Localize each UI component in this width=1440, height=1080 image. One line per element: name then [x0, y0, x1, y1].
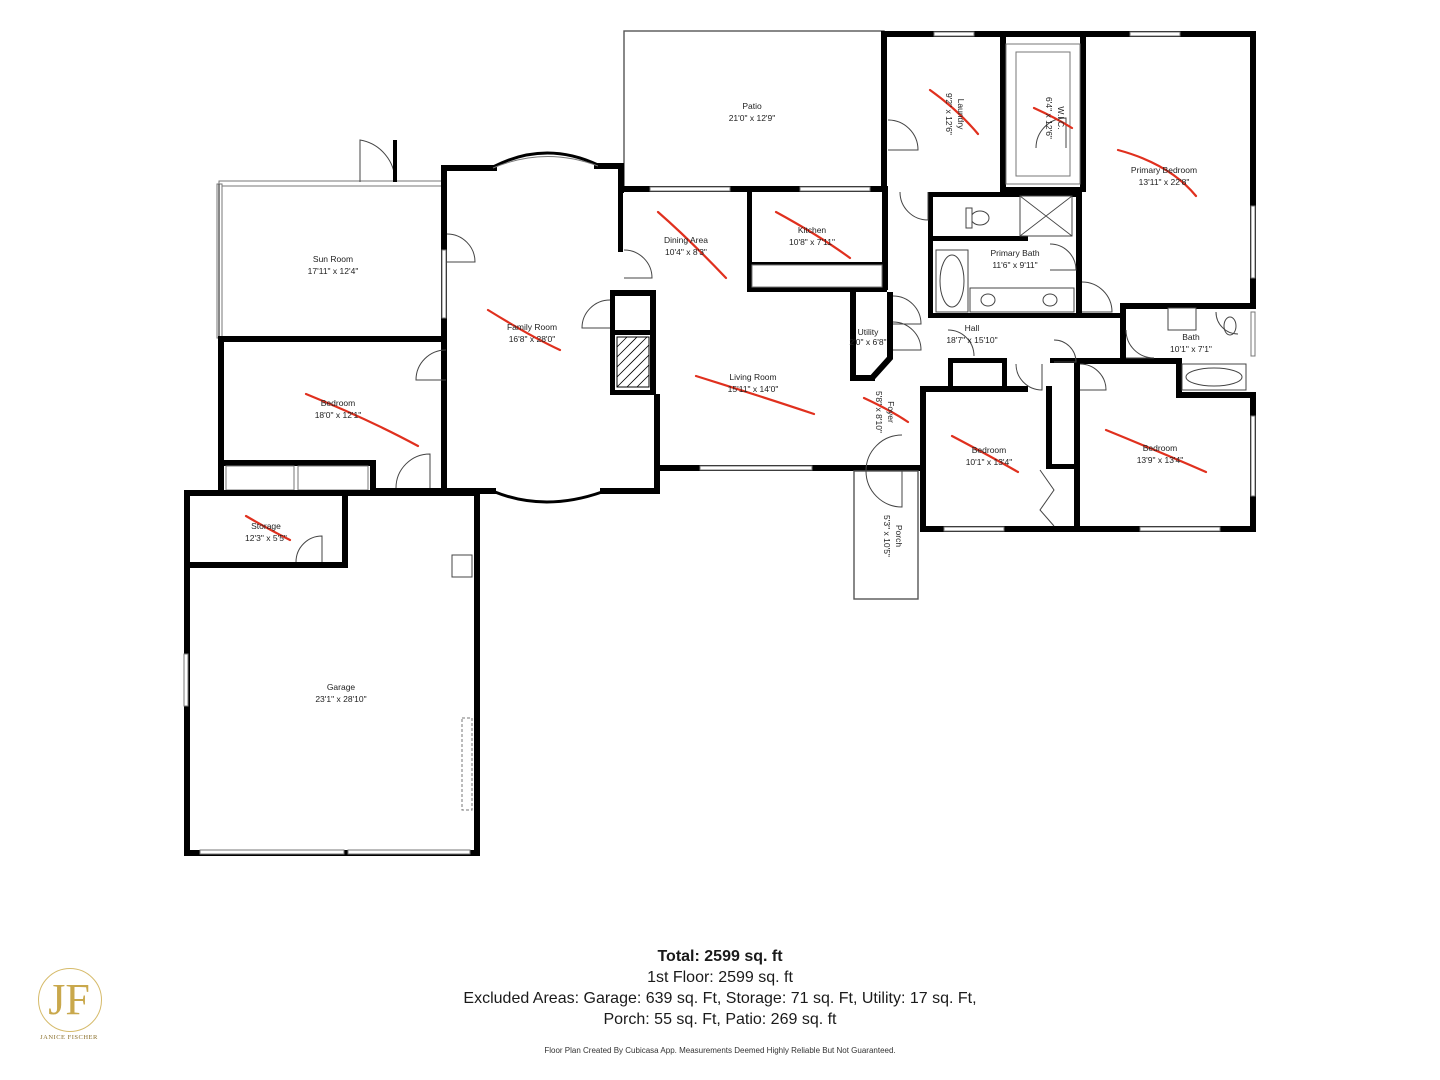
room-name-bedroom-center: Bedroom	[972, 445, 1007, 455]
sun-room-area	[216, 139, 444, 339]
logo-ring	[38, 968, 102, 1032]
room-name-foyer: Foyer	[886, 401, 896, 423]
room-dims-bedroom-east: 13'9" x 13'4"	[1137, 455, 1184, 465]
room-name-kitchen: Kitchen	[798, 225, 827, 235]
excluded-areas-line1: Excluded Areas: Garage: 639 sq. Ft, Stor…	[463, 990, 977, 1007]
room-name-porch: Porch	[894, 525, 904, 547]
room-name-bath: Bath	[1182, 332, 1200, 342]
room-name-primary-bedroom: Primary Bedroom	[1131, 165, 1197, 175]
room-name-wic: W.I.C.	[1056, 106, 1066, 129]
room-name-living-room: Living Room	[729, 372, 776, 382]
excluded-areas-line2: Porch: 55 sq. Ft, Patio: 269 sq. ft	[603, 1011, 837, 1028]
room-dims-utility: 2'0" x 6'8"	[849, 337, 886, 347]
room-dims-bedroom-center: 10'1" x 13'4"	[966, 457, 1013, 467]
room-dims-patio: 21'0" x 12'9"	[729, 113, 776, 123]
room-dims-living-room: 15'11" x 14'0"	[728, 384, 779, 394]
room-dims-hall: 18'7" x 15'10"	[946, 335, 997, 345]
logo-monogram: JF	[48, 975, 90, 1024]
annotations	[244, 88, 1208, 542]
room-name-laundry: Laundry	[956, 99, 966, 130]
logo-name: JANICE FISCHER	[40, 1034, 98, 1041]
windows	[441, 31, 1256, 532]
floor-area: 1st Floor: 2599 sq. ft	[647, 969, 793, 986]
room-name-storage: Storage	[251, 521, 281, 531]
room-name-hall: Hall	[965, 323, 980, 333]
doors	[295, 117, 1239, 563]
room-dims-wic: 6'4" x 12'6"	[1044, 97, 1054, 139]
credit-note: Floor Plan Created By Cubicasa App. Meas…	[544, 1046, 896, 1055]
room-dims-laundry: 9'2" x 12'6"	[944, 93, 954, 135]
room-dims-storage: 12'3" x 5'5"	[245, 533, 287, 543]
room-dims-garage: 23'1" x 28'10"	[315, 694, 366, 704]
total-area: Total: 2599 sq. ft	[657, 948, 783, 965]
room-name-dining-area: Dining Area	[664, 235, 708, 245]
room-name-bedroom-west: Bedroom	[321, 398, 356, 408]
room-dims-sun-room: 17'11" x 12'4"	[308, 266, 359, 276]
room-dims-family-room: 16'8" x 28'0"	[509, 334, 556, 344]
room-dims-primary-bath: 11'6" x 9'11"	[992, 260, 1037, 270]
room-dims-porch: 5'3" x 10'5"	[882, 515, 892, 557]
room-dims-bath: 10'1" x 7'1"	[1170, 344, 1212, 354]
walls	[183, 31, 1256, 856]
room-labels: Patio 21'0" x 12'9" Laundry 9'2" x 12'6"…	[245, 93, 1212, 704]
patio-area	[623, 30, 885, 192]
room-name-sun-room: Sun Room	[313, 254, 353, 264]
room-dims-primary-bedroom: 13'11" x 22'8"	[1139, 177, 1190, 187]
room-name-utility: Utility	[858, 327, 880, 337]
room-name-patio: Patio	[742, 101, 762, 111]
brand-logo: JF JANICE FISCHER	[34, 964, 112, 1046]
room-dims-kitchen: 10'8" x 7'11"	[789, 237, 835, 247]
room-name-garage: Garage	[327, 682, 356, 692]
room-dims-foyer: 5'8" x 8'10"	[874, 391, 884, 433]
room-name-family-room: Family Room	[507, 322, 557, 332]
room-name-primary-bath: Primary Bath	[990, 248, 1039, 258]
room-name-bedroom-east: Bedroom	[1143, 443, 1178, 453]
floor-plan: Patio 21'0" x 12'9" Laundry 9'2" x 12'6"…	[183, 30, 1256, 856]
room-dims-bedroom-west: 18'0" x 12'1"	[315, 410, 362, 420]
room-dims-dining-area: 10'4" x 8'3"	[665, 247, 707, 257]
